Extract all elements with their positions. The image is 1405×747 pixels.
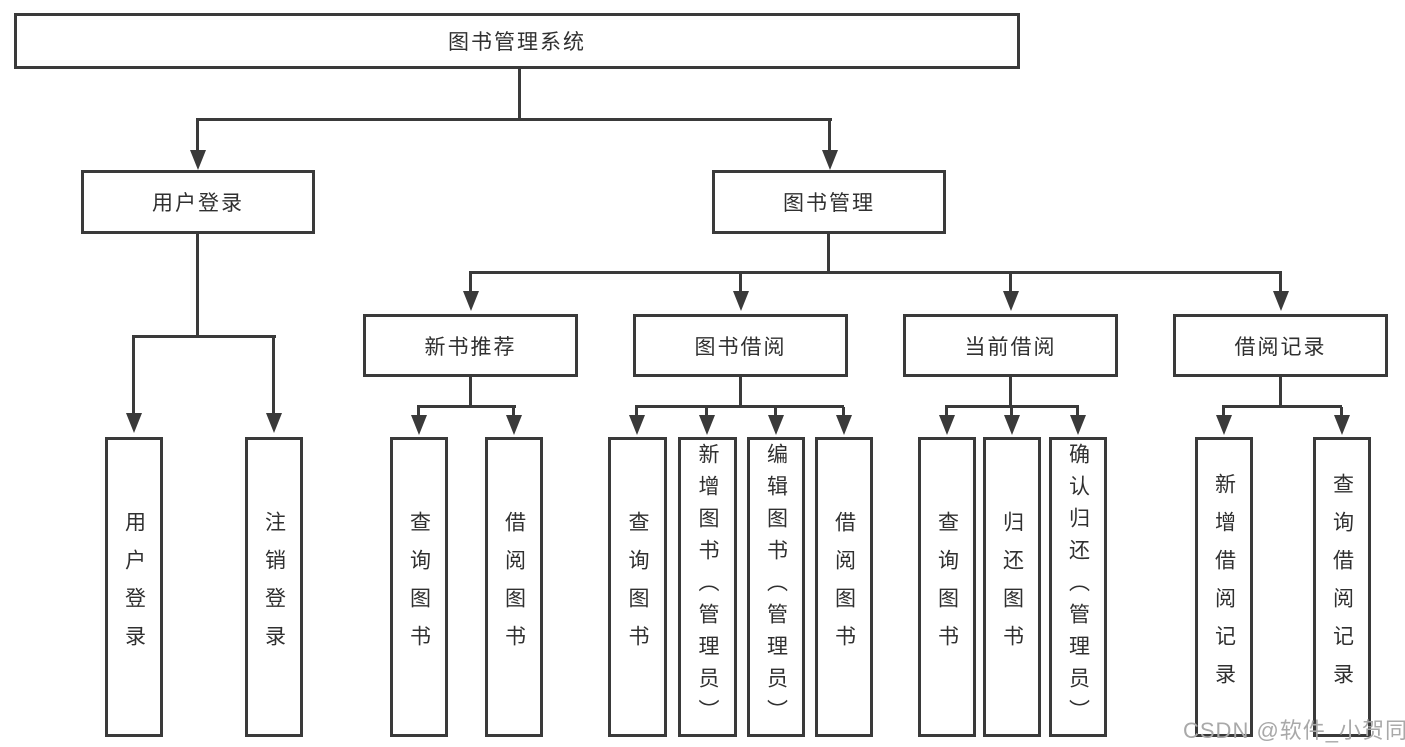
leaf-borrow-books: 借阅图书 (485, 437, 543, 737)
connector-line (518, 69, 521, 118)
node-new-book-recommend: 新书推荐 (363, 314, 578, 377)
leaf-add-borrow-record: 新增借阅记录 (1195, 437, 1253, 737)
node-label: 用户登录 (152, 192, 244, 215)
connector-line (635, 405, 844, 408)
node-book-borrowing: 图书借阅 (633, 314, 848, 377)
leaf-user-login: 用户登录 (105, 437, 163, 737)
connector-arrow (1333, 407, 1350, 435)
connector-arrow (1002, 273, 1019, 311)
node-current-borrowing: 当前借阅 (903, 314, 1118, 377)
node-label: 当前借阅 (964, 335, 1057, 359)
connector-line (1009, 377, 1012, 408)
connector-line (1222, 405, 1342, 408)
connector-arrow (835, 407, 852, 435)
node-label: 编辑图书（管理员） (764, 443, 788, 731)
node-label: 归还图书 (1000, 511, 1024, 663)
connector-line (196, 118, 832, 121)
connector-line (469, 377, 472, 408)
node-label: 注销登录 (262, 511, 286, 663)
connector-arrow (1215, 407, 1232, 435)
csdn-watermark: CSDN @软件_小贺同学 (1183, 718, 1405, 743)
node-label: 查询图书 (407, 511, 431, 663)
leaf-add-books-admin: 新增图书（管理员） (678, 437, 737, 737)
connector-arrow (732, 273, 749, 311)
connector-arrow (410, 407, 427, 435)
connector-arrow (462, 273, 479, 311)
node-label: 借阅记录 (1234, 335, 1327, 359)
connector-line (739, 377, 742, 408)
connector-arrow (189, 120, 206, 170)
node-label: 查询图书 (935, 511, 959, 663)
node-label: 查询图书 (626, 511, 650, 663)
node-label: 查询借阅记录 (1330, 473, 1354, 701)
connector-arrow (628, 407, 645, 435)
connector-line (132, 335, 276, 338)
connector-arrow (125, 337, 142, 433)
node-label: 用户登录 (122, 511, 146, 663)
connector-arrow (698, 407, 715, 435)
node-label: 确认归还（管理员） (1066, 443, 1090, 731)
connector-line (469, 271, 1282, 274)
connector-arrow (767, 407, 784, 435)
node-book-management: 图书管理 (712, 170, 946, 234)
connector-arrow (265, 337, 282, 433)
node-library-management-system: 图书管理系统 (14, 13, 1020, 69)
connector-line (827, 234, 830, 274)
leaf-borrow-books: 借阅图书 (815, 437, 873, 737)
connector-arrow (1069, 407, 1086, 435)
leaf-return-books: 归还图书 (983, 437, 1041, 737)
connector-arrow (821, 120, 838, 170)
node-label: 借阅图书 (502, 511, 526, 663)
leaf-query-books: 查询图书 (390, 437, 448, 737)
leaf-query-books: 查询图书 (918, 437, 976, 737)
connector-arrow (938, 407, 955, 435)
leaf-query-books: 查询图书 (608, 437, 667, 737)
leaf-edit-books-admin: 编辑图书（管理员） (747, 437, 805, 737)
node-label: 新书推荐 (424, 335, 517, 359)
connector-line (417, 405, 516, 408)
connector-arrow (505, 407, 522, 435)
node-borrowing-records: 借阅记录 (1173, 314, 1388, 377)
node-label: 图书借阅 (694, 335, 787, 359)
connector-line (196, 234, 199, 338)
leaf-confirm-return-admin: 确认归还（管理员） (1049, 437, 1107, 737)
node-label: 图书管理系统 (448, 31, 586, 54)
node-label: 新增借阅记录 (1212, 473, 1236, 701)
leaf-query-borrow-record: 查询借阅记录 (1313, 437, 1371, 737)
connector-arrow (1003, 407, 1020, 435)
node-user-login: 用户登录 (81, 170, 315, 234)
node-label: 新增图书（管理员） (696, 443, 720, 731)
node-label: 图书管理 (783, 192, 875, 215)
connector-line (1279, 377, 1282, 408)
leaf-logout: 注销登录 (245, 437, 303, 737)
connector-arrow (1272, 273, 1289, 311)
connector-line (945, 405, 1079, 408)
node-label: 借阅图书 (832, 511, 856, 663)
